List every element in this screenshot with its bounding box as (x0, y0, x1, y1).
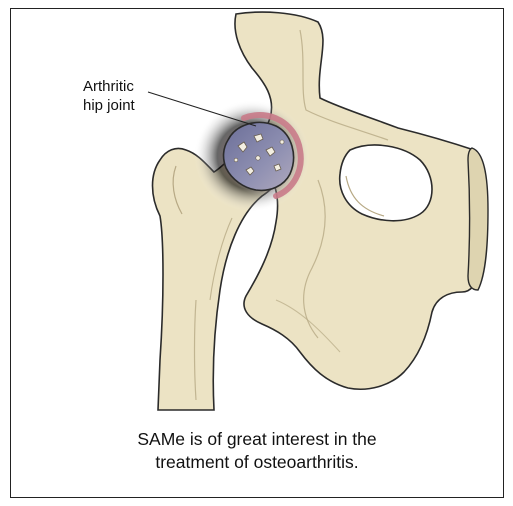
caption-line2: treatment of osteoarthritis. (10, 451, 504, 474)
figure-caption: SAMe is of great interest in the treatme… (10, 428, 504, 474)
joint-label-line2: hip joint (83, 97, 135, 114)
joint-label-line1: Arthritic (83, 78, 134, 95)
pubic-symphysis (468, 148, 488, 290)
joint-label: Arthritic hip joint (83, 77, 135, 115)
caption-line1: SAMe is of great interest in the (10, 428, 504, 451)
